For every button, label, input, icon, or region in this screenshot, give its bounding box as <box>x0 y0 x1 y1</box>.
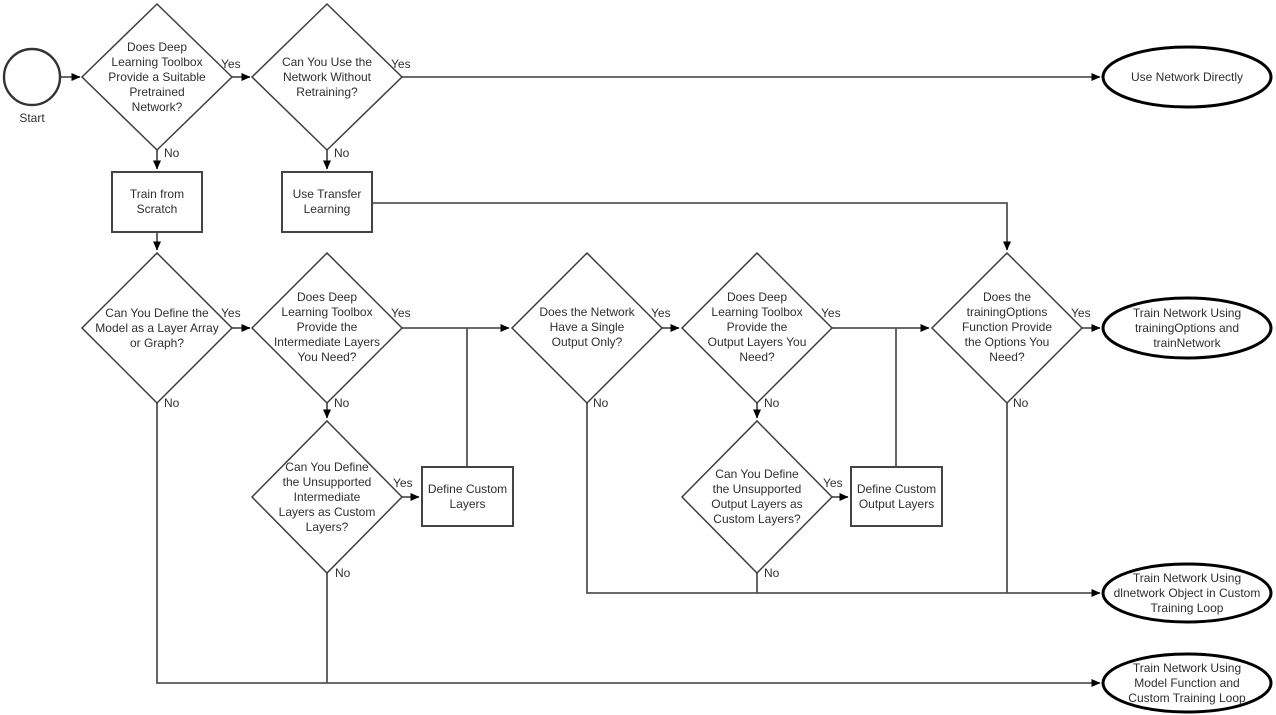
process-define-custom-layers <box>421 466 514 527</box>
start-node <box>2 47 62 107</box>
process-train-from-scratch <box>111 171 203 233</box>
edge-layer-array-no-to-model-function <box>156 403 1101 687</box>
decision-pretrained-network <box>80 2 234 152</box>
decision-without-retraining <box>250 2 404 152</box>
decision-layer-array-or-graph <box>80 251 234 405</box>
terminal-use-network-directly <box>1101 45 1273 109</box>
decision-custom-intermediate-layers <box>250 419 404 575</box>
decision-custom-output-layers <box>680 419 834 575</box>
terminal-train-dlnetwork <box>1101 562 1273 624</box>
decision-intermediate-layers <box>250 251 404 405</box>
process-use-transfer-learning <box>281 171 373 233</box>
terminal-train-model-function <box>1101 652 1273 714</box>
edge-single-output-no-to-dlnetwork <box>586 403 1101 597</box>
terminal-train-trainnetwork <box>1101 296 1273 360</box>
decision-single-output <box>510 251 664 405</box>
decision-output-layers <box>680 251 834 405</box>
process-define-custom-output-layers <box>850 466 943 527</box>
decision-training-options <box>930 251 1084 405</box>
edge-transfer-to-training-options <box>372 202 1011 251</box>
